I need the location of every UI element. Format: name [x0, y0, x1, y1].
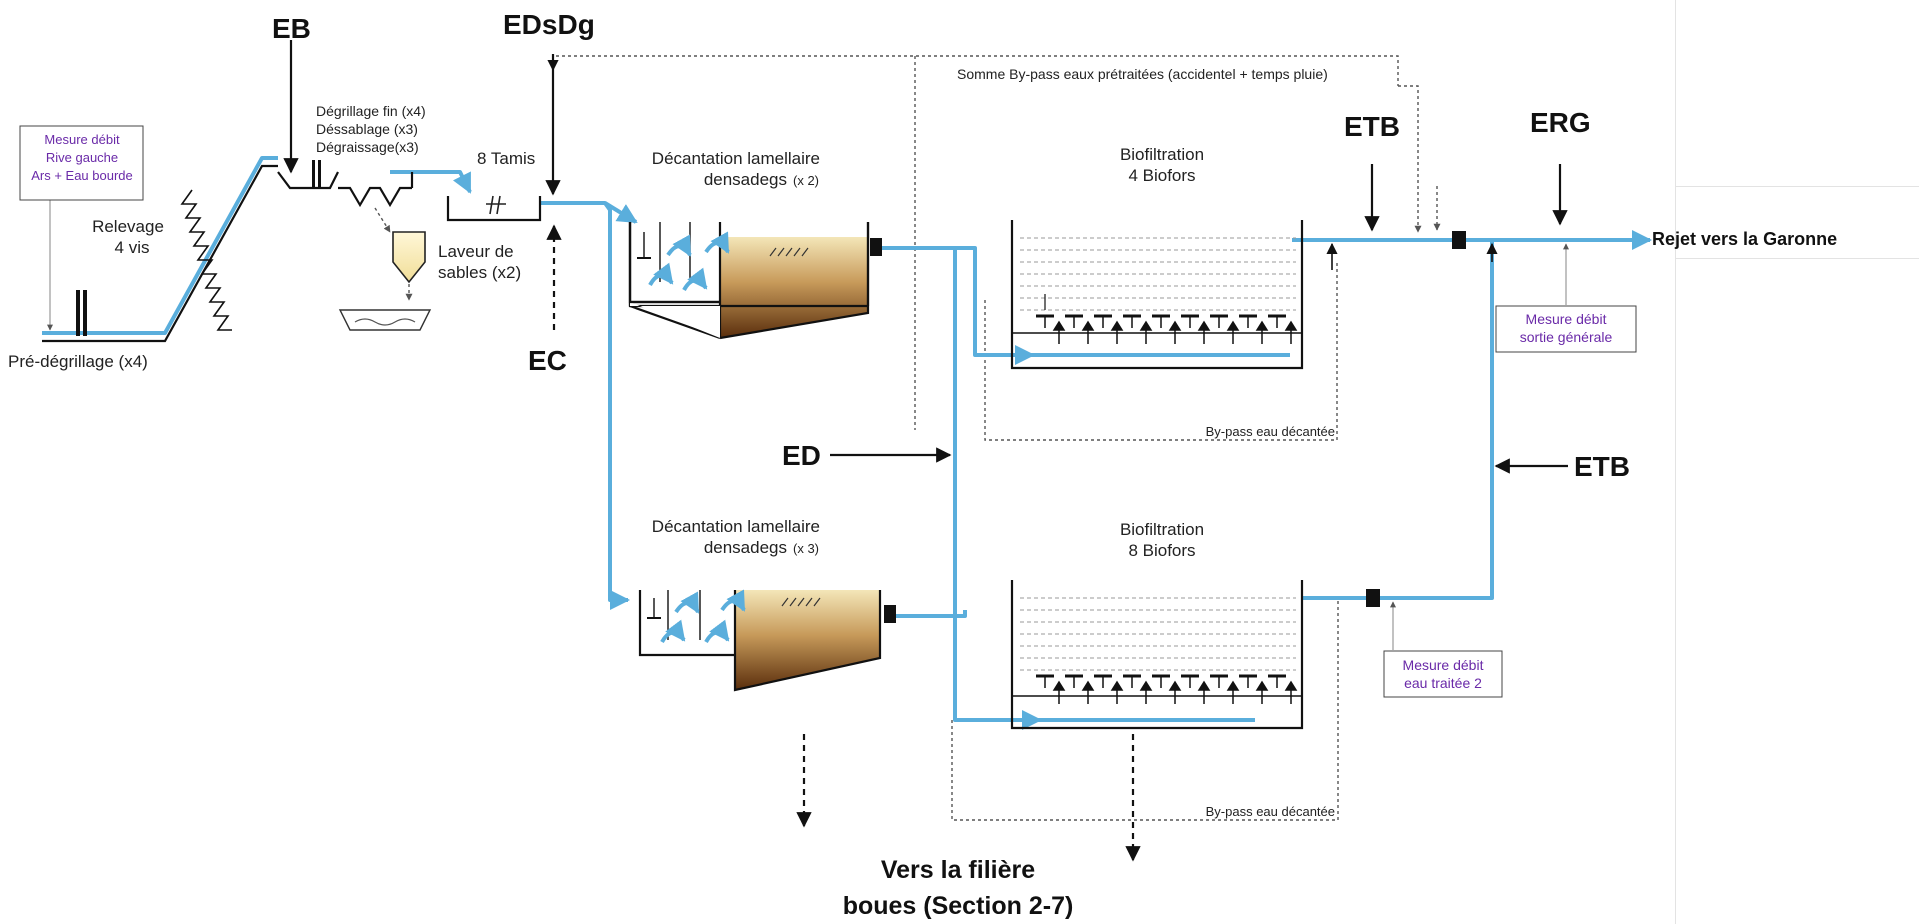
pretraitement-line-1: Dégrillage fin (x4) [316, 103, 426, 119]
decanter-1-title: Décantation lamellaire [652, 149, 820, 168]
pretraitement-line-2: Déssablage (x3) [316, 121, 418, 137]
mesure-eau2-line-2: eau traitée 2 [1404, 675, 1482, 691]
pretraitement-line-3: Dégraissage(x3) [316, 139, 419, 155]
water-pipes [42, 156, 1652, 730]
point-edsdg: EDsDg [503, 9, 595, 40]
decanter-1-count: (x 2) [793, 173, 819, 188]
upflow-arrow [1255, 320, 1269, 344]
upflow-arrow [1197, 680, 1211, 704]
upflow-arrow [1168, 320, 1182, 344]
point-etb-right: ETB [1574, 451, 1630, 482]
mesure-eau2-box: Mesure débit eau traitée 2 [1383, 650, 1503, 698]
mesure-sortie-line-1: Mesure débit [1526, 311, 1607, 327]
bio-1-name: 4 Biofors [1128, 166, 1195, 185]
bypass-decant-label-1: By-pass eau décantée [1206, 424, 1335, 439]
side-panel [1675, 0, 1919, 924]
tamis-unit [446, 195, 542, 222]
mesure-sortie-box: Mesure débit sortie générale [1495, 305, 1637, 353]
upflow-arrow [1110, 320, 1124, 344]
point-etb-top: ETB [1344, 111, 1400, 142]
point-eb: EB [272, 13, 311, 44]
decanter-2-title: Décantation lamellaire [652, 517, 820, 536]
tamis-label: 8 Tamis [477, 149, 535, 168]
measurement-arrows [283, 40, 1568, 862]
decanter-2-count: (x 3) [793, 541, 819, 556]
upflow-arrow [1284, 680, 1298, 704]
mesure-rive-line-1: Mesure débit [44, 132, 120, 147]
bypass-decant-label-2: By-pass eau décantée [1206, 804, 1335, 819]
upflow-arrow [1226, 320, 1240, 344]
laveur-label-1: Laveur de [438, 242, 514, 261]
decanter-2-name: densadegs [704, 538, 787, 557]
relevage-label-2: 4 vis [115, 238, 150, 257]
bypass-top-label: Somme By-pass eaux prétraitées (accident… [957, 66, 1328, 82]
biofilter-1 [1010, 220, 1304, 370]
mesure-rive-line-2: Rive gauche [46, 150, 118, 165]
upflow-arrow [1052, 320, 1066, 344]
bypass-frames [556, 55, 1441, 821]
boues-line-1: Vers la filière [881, 856, 1035, 884]
upflow-arrow [1139, 320, 1153, 344]
point-erg: ERG [1530, 107, 1591, 138]
mesure-rive-line-3: Ars + Eau bourde [31, 168, 133, 183]
decanter-2 [638, 589, 896, 692]
decanter-1-name: densadegs [704, 170, 787, 189]
laveur-label-2: sables (x2) [438, 263, 521, 282]
meter-etb [1452, 231, 1466, 249]
panel-divider [1676, 258, 1919, 259]
rejet-label: Rejet vers la Garonne [1652, 229, 1837, 249]
mesure-sortie-line-2: sortie générale [1520, 329, 1613, 345]
flow-meters [1044, 231, 1569, 650]
upflow-arrow [1284, 320, 1298, 344]
point-ed: ED [782, 440, 821, 471]
bio-2-title: Biofiltration [1120, 520, 1204, 539]
mesure-rive-box: Mesure débit Rive gauche Ars + Eau bourd… [19, 125, 144, 201]
upflow-arrow [1255, 680, 1269, 704]
pretraitement-unit [277, 160, 432, 331]
upflow-arrow [1139, 680, 1153, 704]
panel-divider [1676, 186, 1919, 187]
relevage-label-1: Relevage [92, 217, 164, 236]
upflow-arrow [1110, 680, 1124, 704]
meter-eau2 [1366, 589, 1380, 607]
bio-2-name: 8 Biofors [1128, 541, 1195, 560]
upflow-arrow [1081, 320, 1095, 344]
point-ec: EC [528, 345, 567, 376]
mesure-eau2-line-1: Mesure débit [1403, 657, 1484, 673]
boues-line-2: boues (Section 2-7) [843, 892, 1074, 920]
relevage-unit [42, 164, 278, 343]
upflow-arrow [1197, 320, 1211, 344]
bio-1-title: Biofiltration [1120, 145, 1204, 164]
decanter-1 [628, 222, 882, 340]
upflow-arrow [1168, 680, 1182, 704]
upflow-arrow [1081, 680, 1095, 704]
upflow-arrow [1052, 680, 1066, 704]
upflow-arrow [1226, 680, 1240, 704]
biofilter-2 [1010, 580, 1304, 730]
pre-degrillage-label: Pré-dégrillage (x4) [8, 352, 148, 371]
